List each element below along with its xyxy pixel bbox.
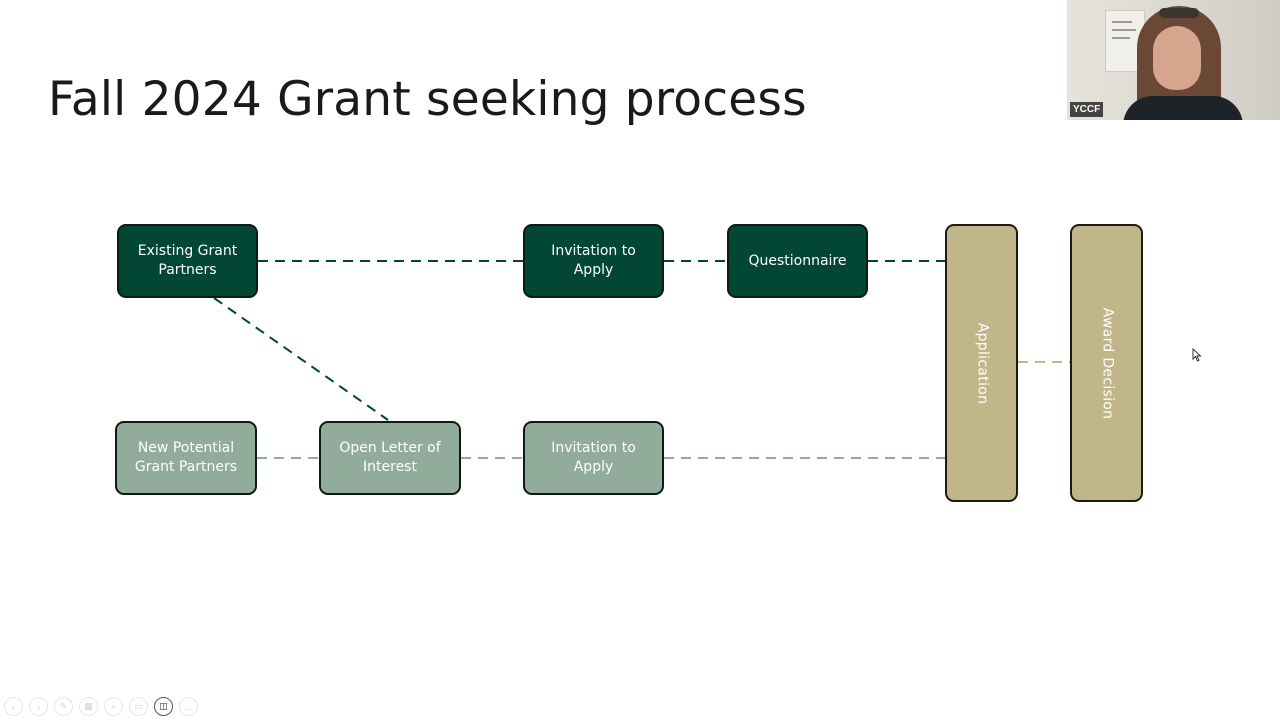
- connector-existing-to-letter: [213, 297, 389, 421]
- participant-video-thumbnail[interactable]: YCCF: [1067, 0, 1280, 120]
- invitation-to-apply-top-box: Invitation to Apply: [523, 224, 664, 298]
- pen-icon[interactable]: ✎: [54, 697, 73, 716]
- application-label: Application: [974, 322, 990, 404]
- award-decision-box: Award Decision: [1070, 224, 1143, 502]
- previous-slide-icon[interactable]: ‹: [4, 697, 23, 716]
- participant-name-label: YCCF: [1070, 102, 1104, 117]
- invitation-to-apply-bottom-box: Invitation to Apply: [523, 421, 664, 495]
- subtitles-icon[interactable]: ▭: [129, 697, 148, 716]
- invitation-to-apply-top-label: Invitation to Apply: [551, 243, 636, 278]
- slide-title: Fall 2024 Grant seeking process: [48, 72, 807, 127]
- application-box: Application: [945, 224, 1018, 502]
- participant-face: [1153, 26, 1201, 90]
- award-decision-label: Award Decision: [1099, 307, 1116, 419]
- participant-shirt: [1123, 96, 1243, 120]
- participant-sunglasses: [1159, 8, 1199, 18]
- questionnaire-label: Questionnaire: [748, 252, 847, 269]
- open-letter-of-interest-label: Open Letter of Interest: [339, 440, 441, 475]
- zoom-icon[interactable]: ⌕: [104, 697, 123, 716]
- open-letter-of-interest-box: Open Letter of Interest: [319, 421, 461, 495]
- invitation-to-apply-bottom-label: Invitation to Apply: [551, 440, 636, 475]
- new-potential-grant-partners-box: New Potential Grant Partners: [115, 421, 257, 495]
- presentation-toolbar: ‹ › ✎ ▦ ⌕ ▭ ◫ …: [4, 697, 198, 716]
- questionnaire-box: Questionnaire: [727, 224, 868, 298]
- new-potential-grant-partners-label: New Potential Grant Partners: [134, 440, 238, 475]
- next-slide-icon[interactable]: ›: [29, 697, 48, 716]
- more-options-icon[interactable]: …: [179, 697, 198, 716]
- mouse-pointer-icon: [1192, 347, 1202, 364]
- slides-grid-icon[interactable]: ▦: [79, 697, 98, 716]
- existing-grant-partners-box: Existing Grant Partners: [117, 224, 258, 298]
- existing-grant-partners-label: Existing Grant Partners: [137, 243, 238, 278]
- camera-icon[interactable]: ◫: [154, 697, 173, 716]
